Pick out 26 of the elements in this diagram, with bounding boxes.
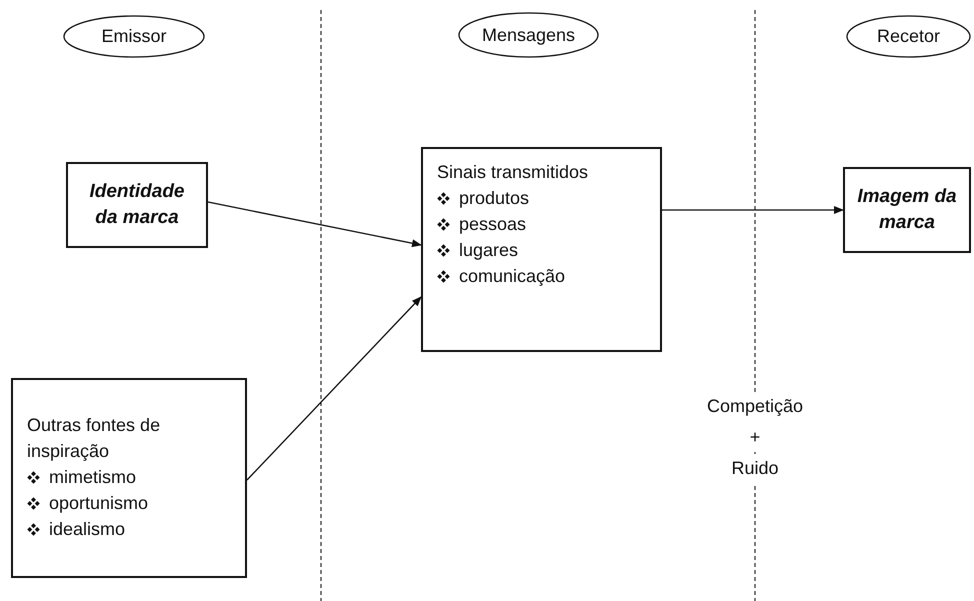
column-heading-ellipse: [458, 12, 599, 58]
note-text: Competição: [706, 392, 804, 421]
process-box: [66, 162, 208, 248]
list-item: pessoas: [459, 213, 526, 236]
box-title: Imagem da marca: [856, 185, 958, 235]
arrow: [208, 201, 422, 248]
note-text: +: [750, 423, 760, 452]
list-item: comunicação: [459, 265, 566, 288]
list-item: produtos: [459, 187, 530, 210]
list-item: lugares: [459, 239, 518, 262]
process-box: [421, 147, 662, 352]
note-text: Ruido: [731, 454, 779, 483]
arrow: [246, 296, 422, 480]
box-heading: Sinais transmitidos: [437, 161, 590, 184]
process-box: [11, 378, 247, 578]
list-item: idealismo: [49, 518, 126, 542]
column-heading: Mensagens: [482, 24, 576, 46]
process-box: [843, 167, 971, 253]
column-heading-ellipse: [63, 15, 205, 58]
arrow: [662, 206, 844, 214]
list-item: oportunismo: [49, 492, 148, 516]
column-heading: Recetor: [876, 26, 940, 47]
box-title: Identidade da marca: [88, 180, 186, 230]
column-heading: Emissor: [101, 26, 166, 47]
list-item: mimetismo: [49, 466, 136, 490]
column-heading-ellipse: [846, 15, 971, 58]
